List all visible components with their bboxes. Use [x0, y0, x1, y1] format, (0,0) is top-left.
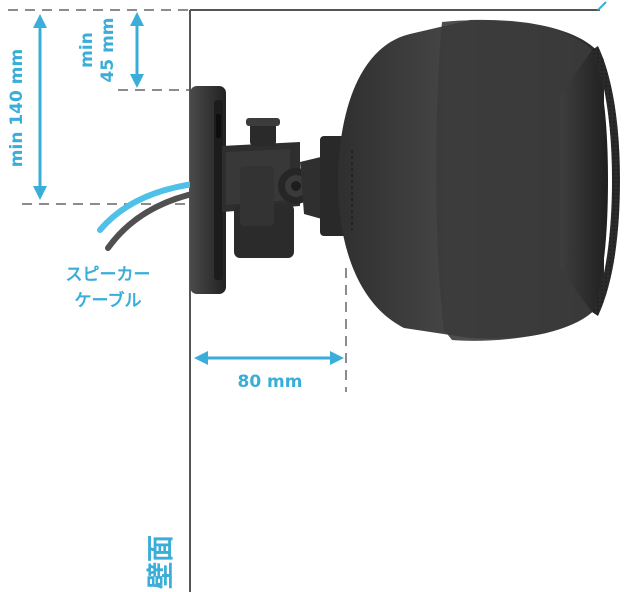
- depth-label: 80 mm: [237, 372, 302, 392]
- min-45-arrow: [130, 12, 144, 88]
- speaker-front-face: [560, 50, 608, 312]
- cable-label-line1: スピーカー: [66, 265, 151, 285]
- dimension-arrows: [33, 12, 344, 365]
- speaker-enclosure: [337, 19, 620, 341]
- wall-label: 壁面: [146, 535, 177, 589]
- mounting-bracket: [222, 118, 354, 258]
- depth-arrow: [194, 351, 344, 365]
- speaker-grille: [592, 46, 620, 316]
- min-45-label-line2: 45 mm: [98, 17, 118, 82]
- wall-plate: [190, 86, 226, 294]
- cable-label-line2: ケーブル: [75, 290, 142, 311]
- ceiling-edge-mark: [597, 1, 607, 11]
- speaker-front-bevel: [436, 20, 592, 341]
- min-140-label: min 140 mm: [7, 49, 27, 167]
- min-140-arrow: [33, 14, 47, 200]
- min-45-label-line1: min: [77, 32, 97, 68]
